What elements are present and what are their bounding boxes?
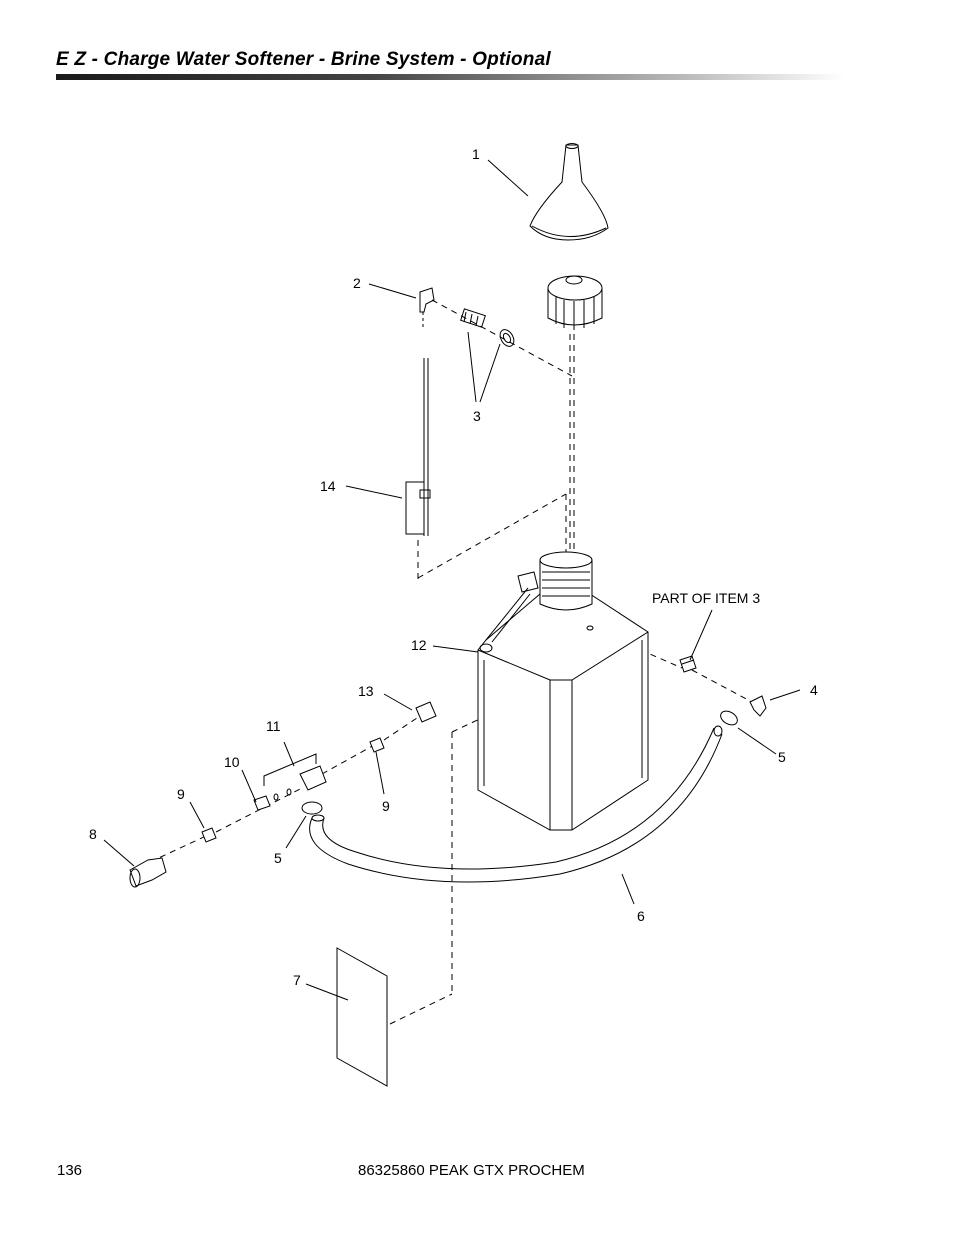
page-number: 136 (57, 1162, 83, 1179)
callout-3: 3 (473, 408, 481, 424)
tank-fitting-part (679, 655, 697, 673)
callout-11: 11 (266, 718, 281, 734)
page-title: E Z - Charge Water Softener - Brine Syst… (56, 49, 551, 70)
callout-10: 10 (224, 754, 240, 770)
callout-9-left: 9 (177, 786, 185, 802)
callout-7: 7 (293, 972, 301, 988)
callout-part-of-item-3: PART OF ITEM 3 (652, 590, 760, 606)
callout-8: 8 (89, 826, 97, 842)
dip-tube-part (405, 358, 431, 536)
hose-clamp-part (301, 710, 738, 815)
callout-12: 12 (411, 637, 427, 653)
callout-9-right: 9 (382, 798, 390, 814)
callout-13: 13 (358, 683, 374, 699)
assembly-lines (149, 299, 753, 1025)
callout-1: 1 (472, 146, 480, 162)
callout-5-left: 5 (274, 850, 282, 866)
elbow-fitting-4-part (749, 695, 767, 717)
callout-5-right: 5 (778, 749, 786, 765)
document-id: 86325860 PEAK GTX PROCHEM (358, 1162, 585, 1179)
washer-part (499, 329, 515, 347)
strainer-part (460, 308, 486, 328)
callout-4: 4 (810, 682, 818, 698)
callout-6: 6 (637, 908, 645, 924)
callout-2: 2 (353, 275, 361, 291)
callout-14: 14 (320, 478, 336, 494)
leader-lines (103, 159, 801, 1001)
brine-hose-part (309, 725, 723, 883)
elbow-fitting-part (419, 287, 435, 330)
callout-labels: 1 2 3 14 PART OF ITEM 3 12 4 13 11 10 5 … (89, 146, 818, 988)
inline-fittings-part (129, 701, 437, 888)
tank-cap-part (547, 275, 603, 330)
header-rule (56, 74, 844, 80)
instruction-label-part (336, 947, 388, 1087)
brine-tank-part (477, 551, 649, 831)
funnel-part (529, 143, 609, 241)
